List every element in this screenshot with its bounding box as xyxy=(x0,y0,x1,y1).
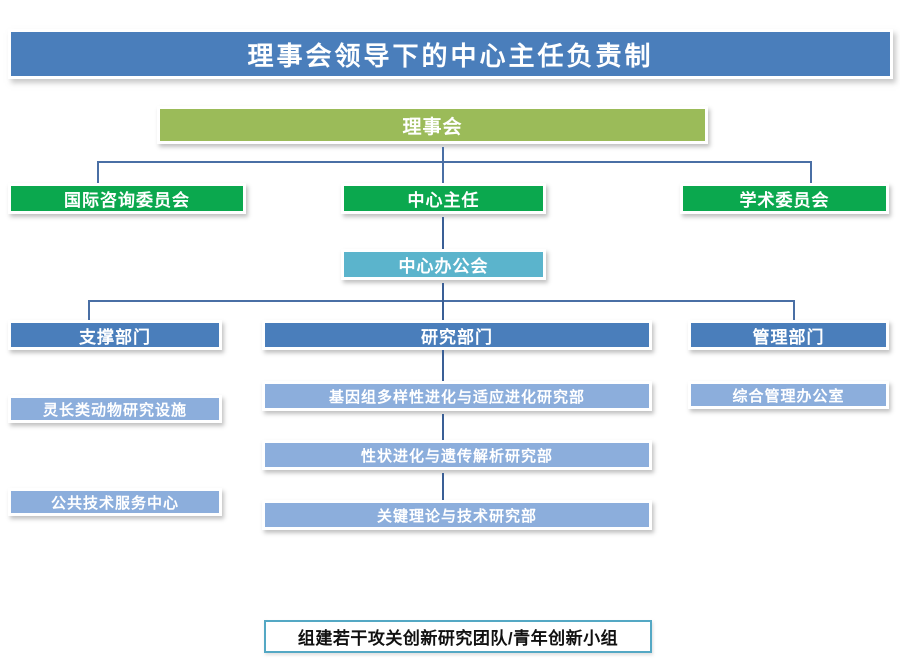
dept-item-public-tech-center[interactable]: 公共技术服务中心 xyxy=(8,488,222,516)
dept-header-support[interactable]: 支撑部门 xyxy=(8,320,222,350)
node-intl-advisory[interactable]: 国际咨询委员会 xyxy=(8,183,246,214)
dept-item-primate-facility[interactable]: 灵长类动物研究设施 xyxy=(8,395,222,423)
dept-header-research[interactable]: 研究部门 xyxy=(262,320,652,350)
dept-header-management[interactable]: 管理部门 xyxy=(688,320,889,350)
dept-item-general-admin-office[interactable]: 综合管理办公室 xyxy=(688,381,889,409)
node-innovation-teams[interactable]: 组建若干攻关创新研究团队/青年创新小组 xyxy=(264,620,652,653)
connector-research-to-item1 xyxy=(442,350,444,382)
connector-to-support-dept xyxy=(88,300,90,321)
node-center-director[interactable]: 中心主任 xyxy=(341,183,546,214)
connector-to-center-director xyxy=(442,161,444,184)
connector-item1-to-item2 xyxy=(442,414,444,441)
dept-item-genome-diversity[interactable]: 基因组多样性进化与适应进化研究部 xyxy=(262,381,652,411)
dept-item-trait-evolution[interactable]: 性状进化与遗传解析研究部 xyxy=(262,440,652,470)
connector-to-academic-committee xyxy=(810,161,812,184)
connector-to-research-dept xyxy=(442,300,444,321)
connector-department-bus xyxy=(88,300,794,302)
node-center-office-meeting[interactable]: 中心办公会 xyxy=(341,249,546,280)
connector-director-to-office xyxy=(442,217,444,250)
connector-office-down xyxy=(442,283,444,301)
node-academic-committee[interactable]: 学术委员会 xyxy=(680,183,889,214)
page-title: 理事会领导下的中心主任负责制 xyxy=(8,29,893,79)
connector-board-down xyxy=(442,147,444,162)
connector-to-intl-advisory xyxy=(97,161,99,184)
dept-item-key-theory-tech[interactable]: 关键理论与技术研究部 xyxy=(262,500,652,530)
connector-level1-bus xyxy=(97,161,812,163)
connector-to-manage-dept xyxy=(793,300,795,321)
connector-item2-to-item3 xyxy=(442,473,444,501)
node-board[interactable]: 理事会 xyxy=(157,106,708,144)
